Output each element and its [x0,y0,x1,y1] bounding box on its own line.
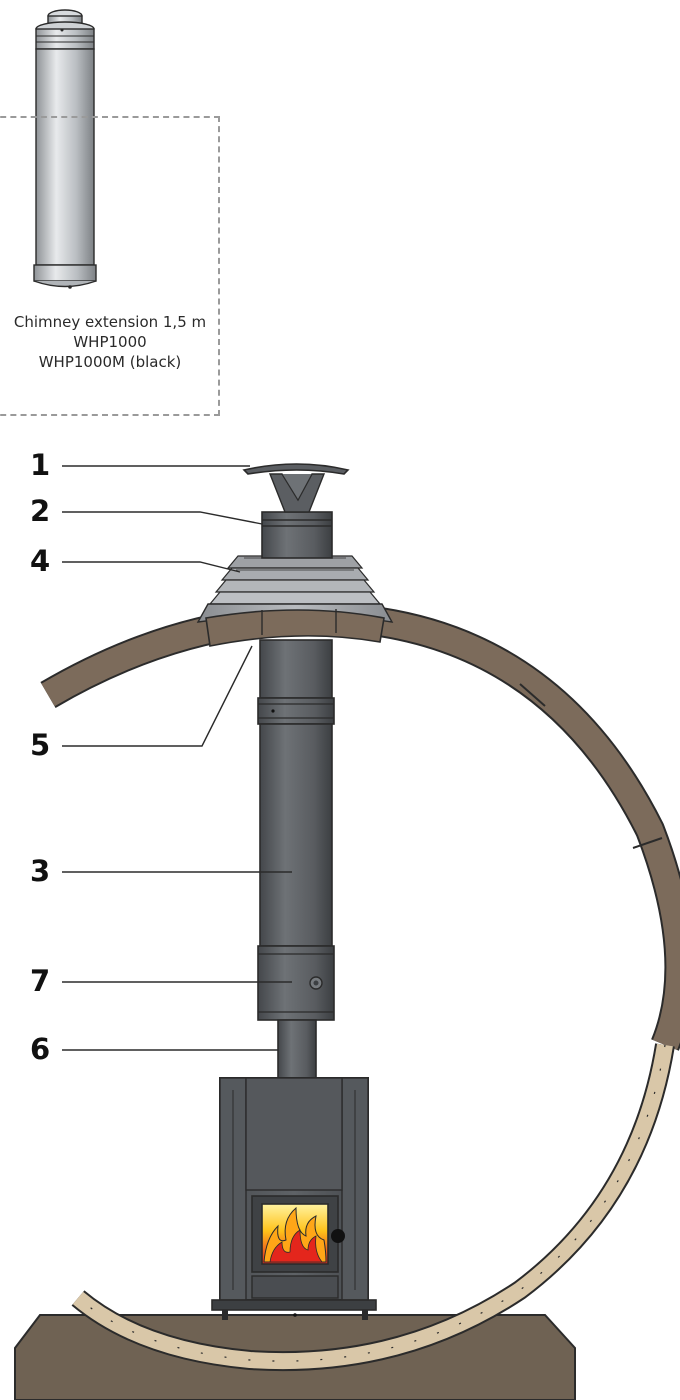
callout-4: 4 [30,544,51,578]
leader-5 [62,645,253,747]
extension-name: Chimney extension 1,5 m [13,313,207,331]
leader-4 [62,561,241,573]
callout-2: 2 [30,494,51,528]
leader-2 [62,511,263,525]
extension-variant: WHP1000M (black) [38,353,182,371]
callout-6: 6 [30,1032,51,1066]
callout-5: 5 [30,728,51,762]
extension-caption: Chimney extension 1,5 m WHP1000 WHP1000M… [0,312,280,372]
extension-pipe-illustration [33,9,97,289]
extension-inset-frame [0,116,220,416]
extension-code: WHP1000 [73,333,147,351]
chimney-assembly [257,511,335,1079]
roof-seal [205,609,385,647]
sauna-stove [211,1077,377,1320]
callout-7: 7 [30,964,51,998]
callout-leaders [62,465,292,1051]
callout-3: 3 [30,854,51,888]
chimney-cap [242,463,350,513]
sauna-arc-structure [40,602,680,1372]
callout-1: 1 [30,448,51,482]
